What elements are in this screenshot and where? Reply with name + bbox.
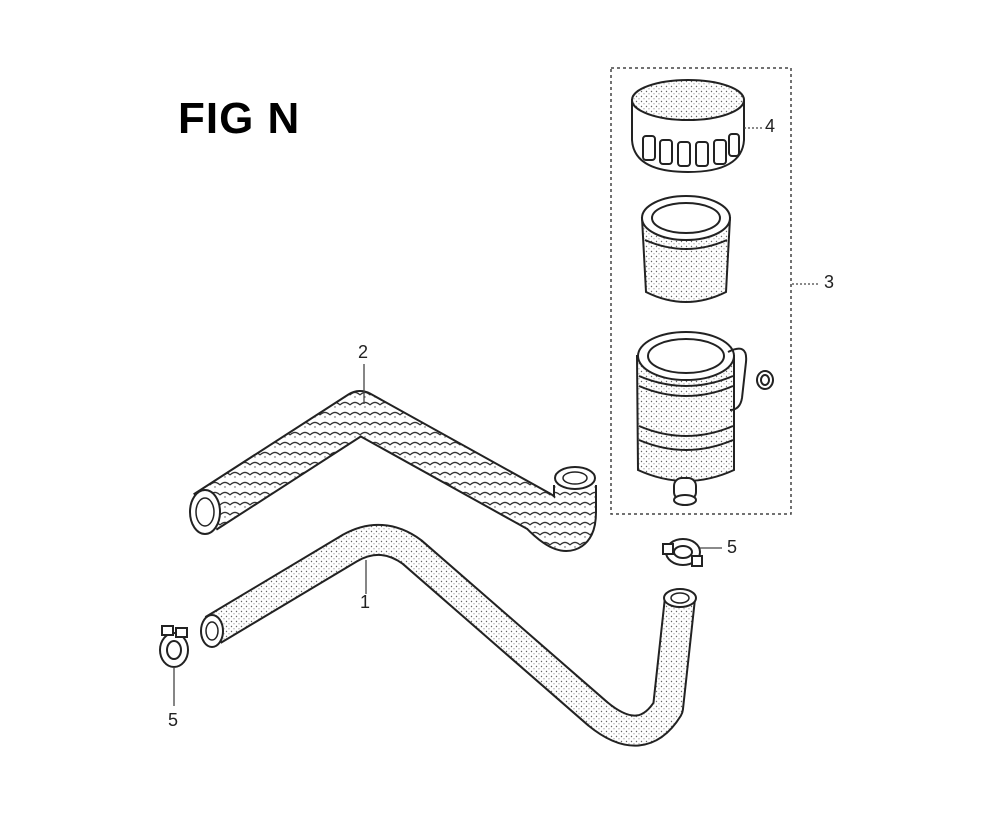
figure-title: FIG N: [178, 94, 301, 143]
leader-lines: [173, 127, 820, 706]
clamp-right: [662, 538, 703, 567]
filter-housing: [635, 331, 774, 506]
straight-hose: [200, 523, 697, 747]
callout-corrugated-hose: 2: [358, 342, 369, 362]
callout-clamp-right: 5: [727, 537, 738, 557]
corrugated-hose: [189, 390, 597, 552]
callout-straight-hose: 1: [360, 592, 371, 612]
filter-assembly-box: [610, 67, 792, 515]
callout-filter-assembly: 3: [824, 272, 835, 292]
clamp-left: [159, 625, 189, 668]
filter-element: [640, 195, 732, 303]
callout-filter-cap: 4: [765, 116, 776, 136]
callout-clamp-left: 5: [168, 710, 179, 730]
filter-cap: [631, 79, 745, 174]
